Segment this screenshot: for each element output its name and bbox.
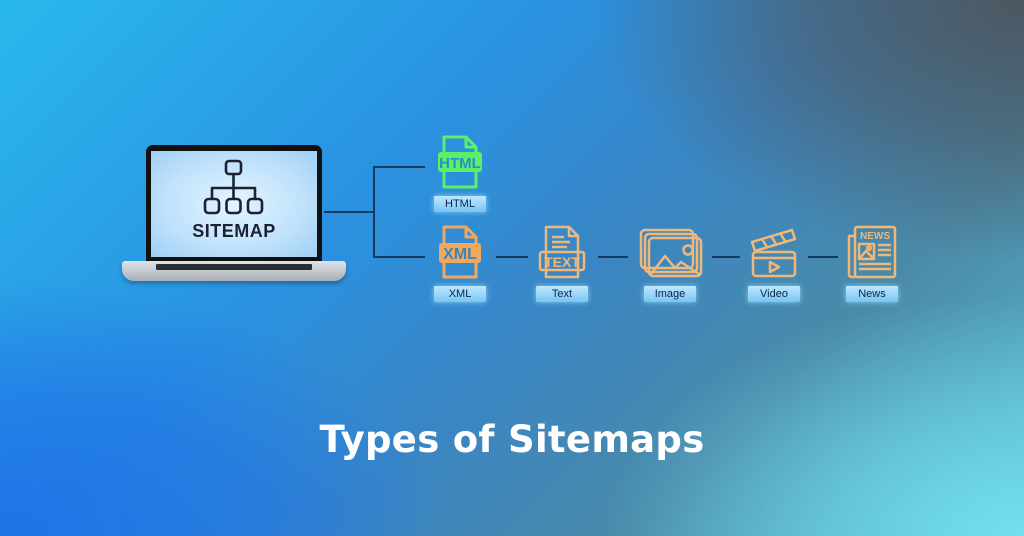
svg-text:HTML: HTML (439, 155, 481, 172)
node-video: Video (734, 224, 814, 302)
html-file-icon: HTML (438, 135, 482, 189)
svg-text:NEWS: NEWS (860, 231, 890, 242)
newspaper-icon: NEWS (847, 225, 897, 279)
text-file-icon: TEXT (538, 225, 586, 279)
laptop: SITEMAP (122, 145, 346, 290)
news-label: News (846, 286, 898, 302)
sitemap-hierarchy-icon (203, 159, 264, 215)
svg-text:TEXT: TEXT (544, 254, 580, 270)
svg-text:XML: XML (443, 246, 477, 263)
node-news: NEWS News (832, 224, 912, 302)
laptop-lid: SITEMAP (146, 145, 322, 263)
connector-text-image (598, 256, 628, 258)
video-label: Video (748, 286, 800, 302)
xml-file-icon: XML (439, 225, 481, 279)
text-label: Text (536, 286, 588, 302)
connector-to-xml (373, 256, 425, 258)
node-html: HTML HTML (420, 134, 500, 212)
page-title: Types of Sitemaps (319, 418, 705, 461)
node-image: Image (630, 224, 710, 302)
image-gallery-icon (639, 228, 703, 278)
connector-vertical (373, 166, 375, 258)
laptop-screen: SITEMAP (151, 151, 317, 257)
laptop-keyboard (156, 264, 312, 270)
connector-xml-text (496, 256, 528, 258)
image-label: Image (644, 286, 696, 302)
html-label: HTML (434, 196, 486, 212)
connector-image-video (712, 256, 740, 258)
connector-laptop-trunk (324, 211, 374, 213)
connector-to-html (373, 166, 425, 168)
clapperboard-icon (750, 228, 797, 278)
connector-video-news (808, 256, 838, 258)
xml-label: XML (434, 286, 486, 302)
node-xml: XML XML (420, 224, 500, 302)
sitemap-label: SITEMAP (192, 221, 276, 241)
node-text: TEXT Text (522, 224, 602, 302)
